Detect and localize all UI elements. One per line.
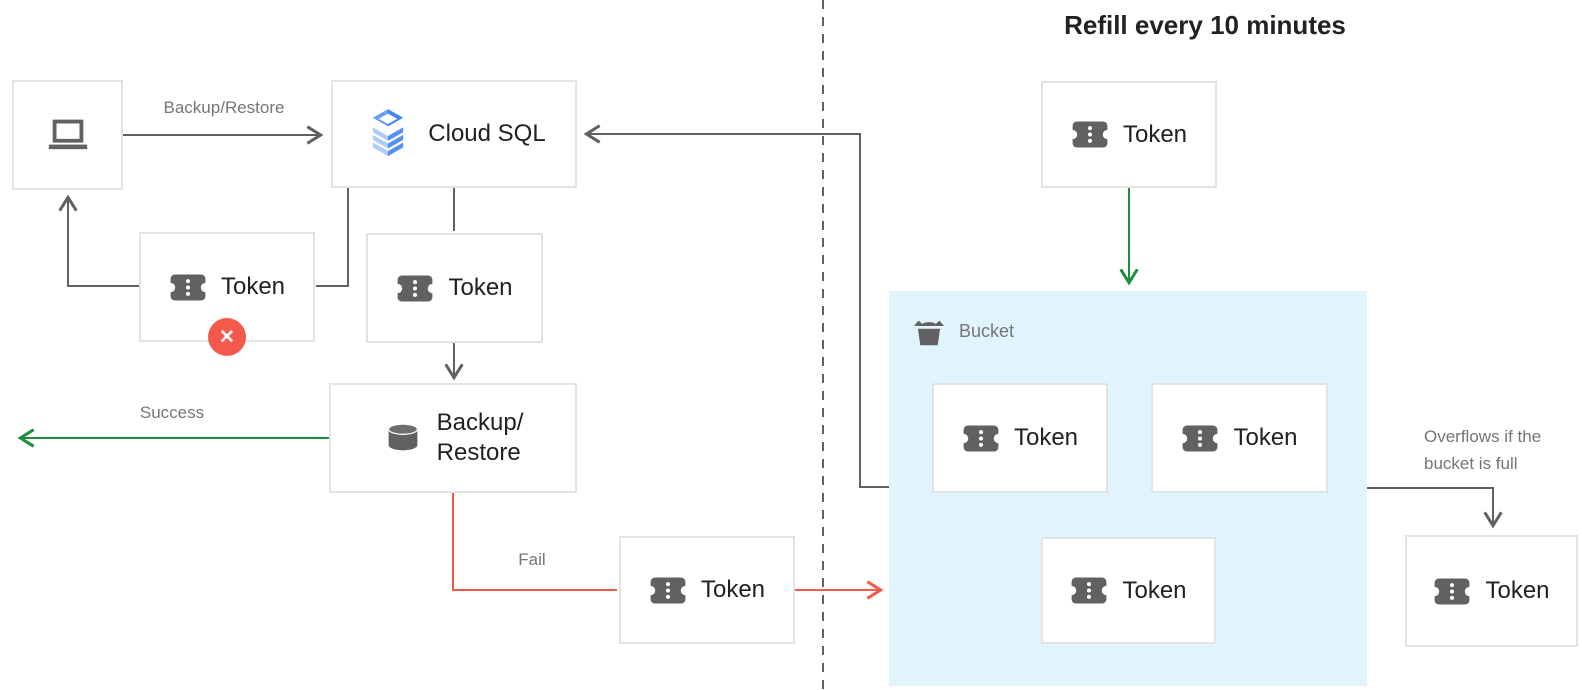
error-x-badge: ✕ xyxy=(208,318,246,356)
token-icon xyxy=(961,424,1000,452)
edge-label-success: Success xyxy=(139,403,205,422)
token-icon xyxy=(1181,424,1220,452)
token-label: Token xyxy=(700,576,766,603)
token-icon xyxy=(648,576,687,604)
backup-restore-label-line2: Restore xyxy=(436,439,521,466)
edge-label-backup-restore: Backup/Restore xyxy=(163,98,285,117)
overflow-token-node: Token xyxy=(1405,535,1578,647)
cloud-sql-icon xyxy=(373,109,404,157)
consumed-token-node: Token xyxy=(619,536,795,644)
edge-label-overflow: Overflows if the bucket is full xyxy=(1424,423,1541,477)
token-label: Token xyxy=(1485,577,1550,604)
backup-restore-label-line1: Backup/ xyxy=(436,409,524,436)
bucket-token-node: Token xyxy=(1151,383,1328,493)
token-icon xyxy=(1433,577,1472,605)
token-icon xyxy=(1070,121,1109,148)
cloud-sql-label: Cloud SQL xyxy=(428,120,546,147)
bucket-token-node: Token xyxy=(1041,537,1216,644)
bucket-container: Bucket Token Token Token xyxy=(889,291,1367,686)
token-icon xyxy=(396,274,435,302)
token-label: Token xyxy=(1122,120,1188,148)
laptop-icon xyxy=(48,119,87,150)
token-label: Token xyxy=(1013,424,1079,451)
cloud-sql-node: Cloud SQL xyxy=(331,80,577,188)
edge-label-fail: Fail xyxy=(518,550,546,569)
bucket-token-node: Token xyxy=(932,383,1108,493)
overflow-label-line2: bucket is full xyxy=(1424,454,1518,473)
edge-cloudsql-to-rejected-token xyxy=(316,188,349,287)
refill-token-node: Token xyxy=(1041,81,1217,188)
edge-fail xyxy=(452,493,617,591)
bucket-icon xyxy=(914,320,944,346)
token-label: Token xyxy=(1122,576,1187,604)
token-icon xyxy=(1070,577,1109,604)
token-icon xyxy=(168,273,207,301)
edge-rejected-token-to-client xyxy=(58,194,139,287)
overflow-label-line1: Overflows if the xyxy=(1424,427,1542,446)
diagram-title: Refill every 10 minutes xyxy=(1064,10,1346,40)
backup-restore-node: Backup/ Restore xyxy=(329,383,577,493)
token-label: Token xyxy=(220,273,286,300)
database-icon xyxy=(387,423,418,451)
rejected-token-node: Token ✕ xyxy=(139,232,315,356)
client-node xyxy=(12,80,123,190)
request-token-node: Token xyxy=(366,233,543,343)
token-label: Token xyxy=(448,274,513,301)
bucket-header: Bucket xyxy=(911,315,1014,347)
edge-bucket-to-cloudsql xyxy=(583,124,889,488)
backup-restore-label: Backup/ Restore xyxy=(437,408,524,468)
edge-overflow xyxy=(1367,487,1503,529)
bucket-label: Bucket xyxy=(959,320,1015,341)
token-label: Token xyxy=(1233,424,1298,451)
